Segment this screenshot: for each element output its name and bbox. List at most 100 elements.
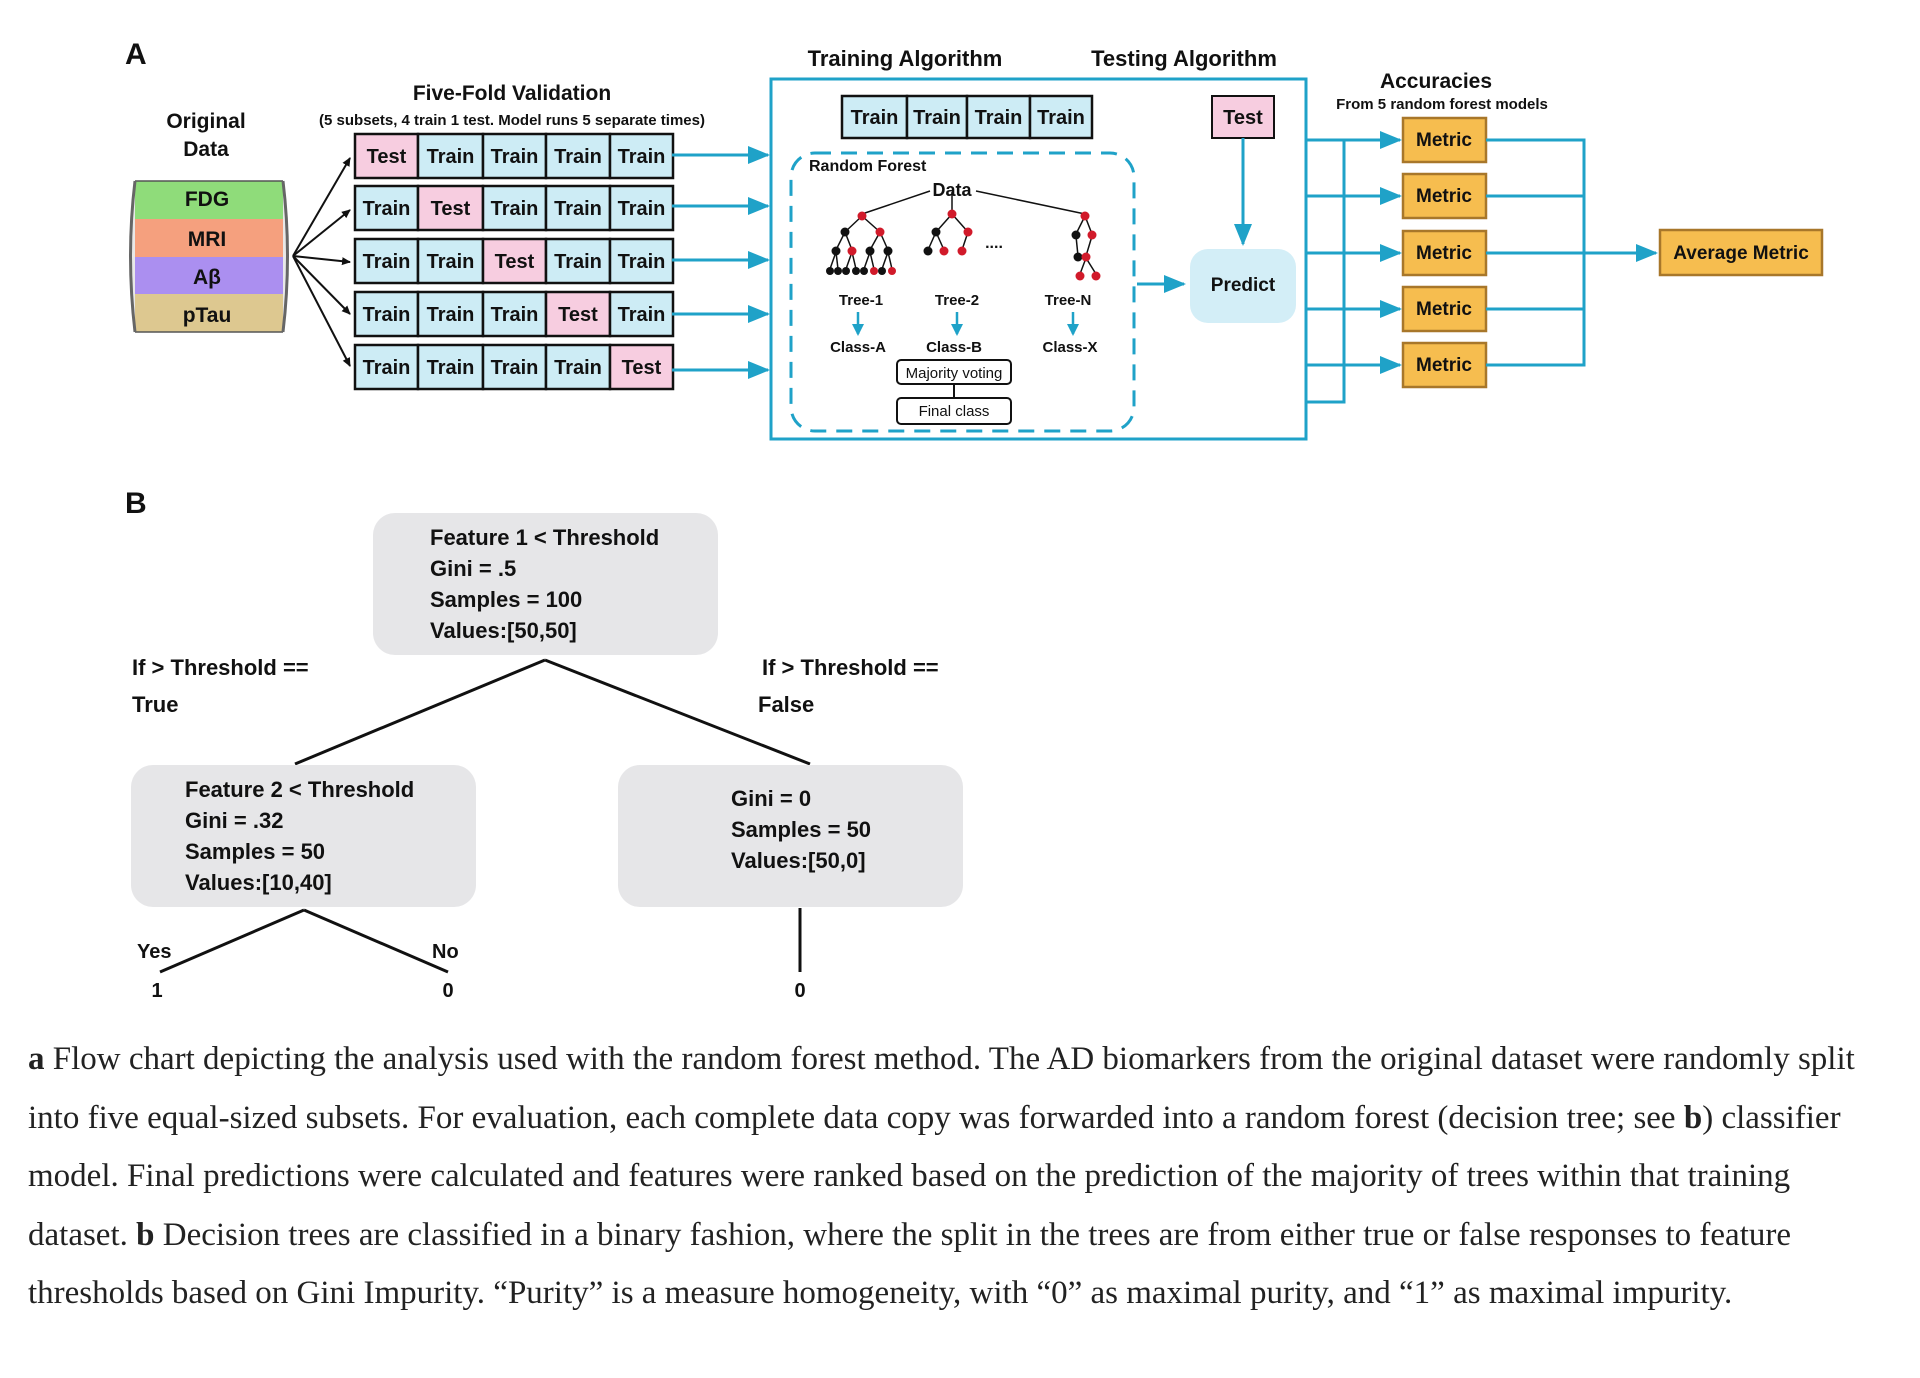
left-node-line3: Samples = 50 bbox=[185, 839, 325, 864]
fold-train-cell bbox=[608, 290, 675, 338]
predict-label: Predict bbox=[1211, 275, 1276, 296]
fold-train-cell bbox=[544, 184, 612, 232]
fold-cell-label: Test bbox=[622, 357, 662, 379]
fold-cell-label: Train bbox=[554, 357, 602, 379]
tree-2-label: Tree-2 bbox=[935, 292, 979, 309]
train-row-label: Train bbox=[975, 107, 1023, 129]
right-node-line3: Values:[50,0] bbox=[731, 848, 866, 873]
metric-label: Metric bbox=[1416, 186, 1472, 207]
forest-ellipsis: .... bbox=[985, 235, 1003, 252]
leaf-right-value: 0 bbox=[794, 980, 805, 1002]
fold-test-cell bbox=[481, 237, 548, 285]
right-node-line2: Samples = 50 bbox=[731, 817, 871, 842]
fold-train-cell bbox=[544, 237, 612, 285]
test-box bbox=[1211, 95, 1275, 139]
left-node-line4: Values:[10,40] bbox=[185, 870, 332, 895]
fold-cell-label: Train bbox=[427, 251, 475, 273]
fold-cell-label: Train bbox=[491, 304, 539, 326]
fold-cell-label: Train bbox=[427, 357, 475, 379]
cylinder-fdg: FDG bbox=[185, 188, 229, 211]
caption-a-marker: a bbox=[28, 1041, 45, 1077]
fold-train-cell bbox=[544, 343, 612, 391]
fold-cell-label: Train bbox=[363, 198, 411, 220]
forest-tree-nodes bbox=[826, 209, 1101, 281]
train-row-cell bbox=[840, 94, 909, 140]
fold-train-cell bbox=[608, 237, 675, 285]
root-node-line4: Values:[50,50] bbox=[430, 618, 577, 643]
class-b-label: Class-B bbox=[926, 339, 982, 356]
fold-cell-label: Train bbox=[491, 146, 539, 168]
fold-test-cell bbox=[608, 343, 675, 391]
fold-train-cell bbox=[481, 290, 548, 338]
caption-mid-text: ) classifier model. Final predictions we… bbox=[28, 1099, 1841, 1253]
final-class-label: Final class bbox=[919, 403, 990, 420]
no-label: No bbox=[432, 941, 459, 963]
cylinder-mri: MRI bbox=[188, 228, 227, 251]
fold-train-cell bbox=[353, 290, 420, 338]
caption-a-text: Flow chart depicting the analysis used w… bbox=[28, 1041, 1855, 1136]
tree-branches bbox=[159, 658, 811, 974]
false-branch-label-line1: If > Threshold == bbox=[762, 655, 939, 680]
true-branch-label-line2: True bbox=[132, 692, 178, 717]
false-branch-label-line2: False bbox=[758, 692, 814, 717]
figure-caption: a Flow chart depicting the analysis used… bbox=[28, 1030, 1898, 1323]
fold-cell-label: Train bbox=[618, 146, 666, 168]
majority-voting-label: Majority voting bbox=[906, 365, 1003, 382]
fold-cell-label: Train bbox=[491, 357, 539, 379]
forest-data-label: Data bbox=[932, 180, 972, 200]
majority-voting-box bbox=[896, 359, 1012, 385]
leaf-no-value: 0 bbox=[442, 980, 453, 1002]
fold-test-cell bbox=[416, 184, 485, 232]
class-a-label: Class-A bbox=[830, 339, 886, 356]
figure: A Original Data FDG MRI Aβ pTau Five-Fol… bbox=[125, 38, 1824, 1002]
fold-test-cell bbox=[353, 132, 420, 180]
accuracies-subtitle: From 5 random forest models bbox=[1336, 96, 1548, 113]
data-cylinder: FDG MRI Aβ pTau bbox=[129, 180, 289, 333]
metric-box bbox=[1401, 172, 1488, 220]
train-row-label: Train bbox=[1037, 107, 1085, 129]
predict-to-metric-arrows bbox=[1306, 131, 1402, 404]
fold-train-cell bbox=[544, 132, 612, 180]
fold-cell-label: Test bbox=[495, 251, 535, 273]
forest-trees bbox=[829, 190, 1097, 275]
fold-cell-label: Train bbox=[618, 304, 666, 326]
train-row-cell bbox=[965, 94, 1032, 140]
left-node-line2: Gini = .32 bbox=[185, 808, 283, 833]
fold-train-cell bbox=[353, 237, 420, 285]
metric-box bbox=[1401, 116, 1488, 164]
fold-cell-label: Test bbox=[558, 304, 598, 326]
random-forest-box bbox=[789, 151, 1136, 433]
tree-n-label: Tree-N bbox=[1045, 292, 1092, 309]
accuracies-title: Accuracies bbox=[1380, 70, 1492, 93]
root-node-line3: Samples = 100 bbox=[430, 587, 582, 612]
fold-train-cell bbox=[416, 132, 485, 180]
final-class-box bbox=[896, 397, 1012, 425]
fold-cell-label: Train bbox=[363, 357, 411, 379]
fold-cell-label: Test bbox=[367, 146, 407, 168]
testing-algorithm-title: Testing Algorithm bbox=[1091, 46, 1277, 71]
right-node-line1: Gini = 0 bbox=[731, 786, 811, 811]
left-node bbox=[131, 765, 476, 907]
panel-b-letter: B bbox=[125, 487, 147, 520]
tree-class-arrows bbox=[852, 312, 1079, 336]
true-branch-label-line1: If > Threshold == bbox=[132, 655, 309, 680]
left-node-line1: Feature 2 < Threshold bbox=[185, 777, 414, 802]
metric-to-average-lines bbox=[1486, 138, 1658, 367]
fold-cell-label: Train bbox=[427, 146, 475, 168]
cylinder-ptau: pTau bbox=[183, 304, 232, 327]
fold-cell-label: Train bbox=[554, 251, 602, 273]
five-fold-title: Five-Fold Validation bbox=[413, 82, 611, 105]
test-box-label: Test bbox=[1223, 107, 1263, 129]
fold-cell-label: Train bbox=[554, 198, 602, 220]
fold-train-cell bbox=[608, 132, 675, 180]
metric-label: Metric bbox=[1416, 299, 1472, 320]
class-x-label: Class-X bbox=[1042, 339, 1097, 356]
caption-b-ref: b bbox=[1683, 1099, 1703, 1136]
train-row-label: Train bbox=[913, 107, 961, 129]
right-node bbox=[618, 765, 963, 907]
metric-label: Metric bbox=[1416, 130, 1472, 151]
training-algorithm-title: Training Algorithm bbox=[808, 46, 1003, 71]
tree-1-label: Tree-1 bbox=[839, 292, 883, 309]
